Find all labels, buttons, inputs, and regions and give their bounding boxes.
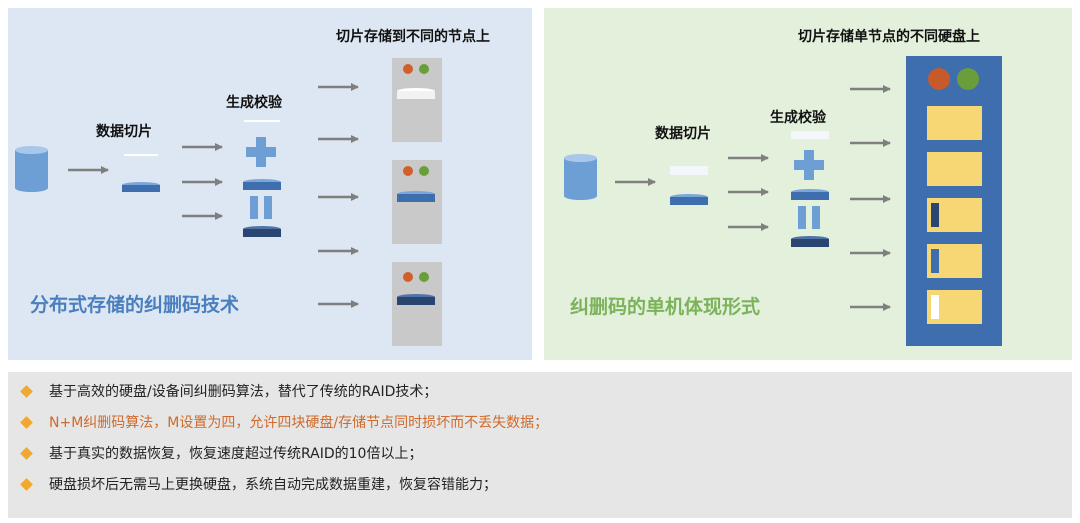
left-panel-title: 分布式存储的纠删码技术 (30, 294, 240, 316)
bullet-item: 基于真实的数据恢复，恢复速度超过传统RAID的10倍以上； (20, 443, 422, 463)
diamond-bullet-icon (20, 477, 33, 491)
diamond-bullet-icon (20, 415, 33, 429)
drive-slot (927, 106, 982, 140)
bullet-text: 基于真实的数据恢复，恢复速度超过传统RAID的10倍以上； (49, 446, 423, 462)
bullet-text: 基于高效的硬盘/设备间纠删码算法，替代了传统的RAID技术； (49, 384, 438, 400)
left-dest-label: 切片存储到不同的节点上 (336, 29, 490, 45)
slice-line (244, 120, 280, 122)
slice-stack (122, 154, 160, 192)
bullet-item: N+M纠删码算法，M设置为四，允许四块硬盘/存储节点同时损坏而不丢失数据； (20, 412, 548, 432)
server-icon (392, 262, 442, 346)
parity-bars-icon (798, 206, 820, 229)
diamond-bullet-icon (20, 446, 33, 460)
right-check-label: 生成校验 (770, 110, 826, 126)
server-icon (392, 58, 442, 142)
parity-disk (243, 226, 281, 237)
diamond-bullet-icon (20, 384, 33, 398)
slice-disk (243, 179, 281, 190)
bullet-text: N+M纠删码算法，M设置为四，允许四块硬盘/存储节点同时损坏而不丢失数据； (49, 415, 549, 431)
bullet-item: 硬盘损坏后无需马上更换硬盘，系统自动完成数据重建，恢复容错能力； (20, 474, 497, 494)
bullet-panel (8, 372, 1072, 518)
slice-disk (791, 189, 829, 200)
parity-bars-icon (250, 196, 272, 219)
slice-stack (670, 166, 708, 205)
slice-disk (791, 131, 829, 139)
server-icon (392, 160, 442, 244)
right-panel-title: 纠删码的单机体现形式 (570, 296, 761, 318)
plus-icon (794, 150, 824, 180)
bullet-item: 基于高效的硬盘/设备间纠删码算法，替代了传统的RAID技术； (20, 381, 437, 401)
bullet-text: 硬盘损坏后无需马上更换硬盘，系统自动完成数据重建，恢复容错能力； (49, 477, 497, 493)
database-icon (15, 146, 48, 192)
left-slice-label: 数据切片 (96, 124, 152, 140)
drive-slot (927, 152, 982, 186)
right-slice-label: 数据切片 (655, 126, 711, 142)
database-icon (564, 154, 597, 200)
left-check-label: 生成校验 (226, 95, 282, 111)
right-dest-label: 切片存储单节点的不同硬盘上 (798, 29, 980, 45)
plus-icon (246, 137, 276, 167)
rack-icon (906, 56, 1002, 346)
parity-disk (791, 236, 829, 247)
